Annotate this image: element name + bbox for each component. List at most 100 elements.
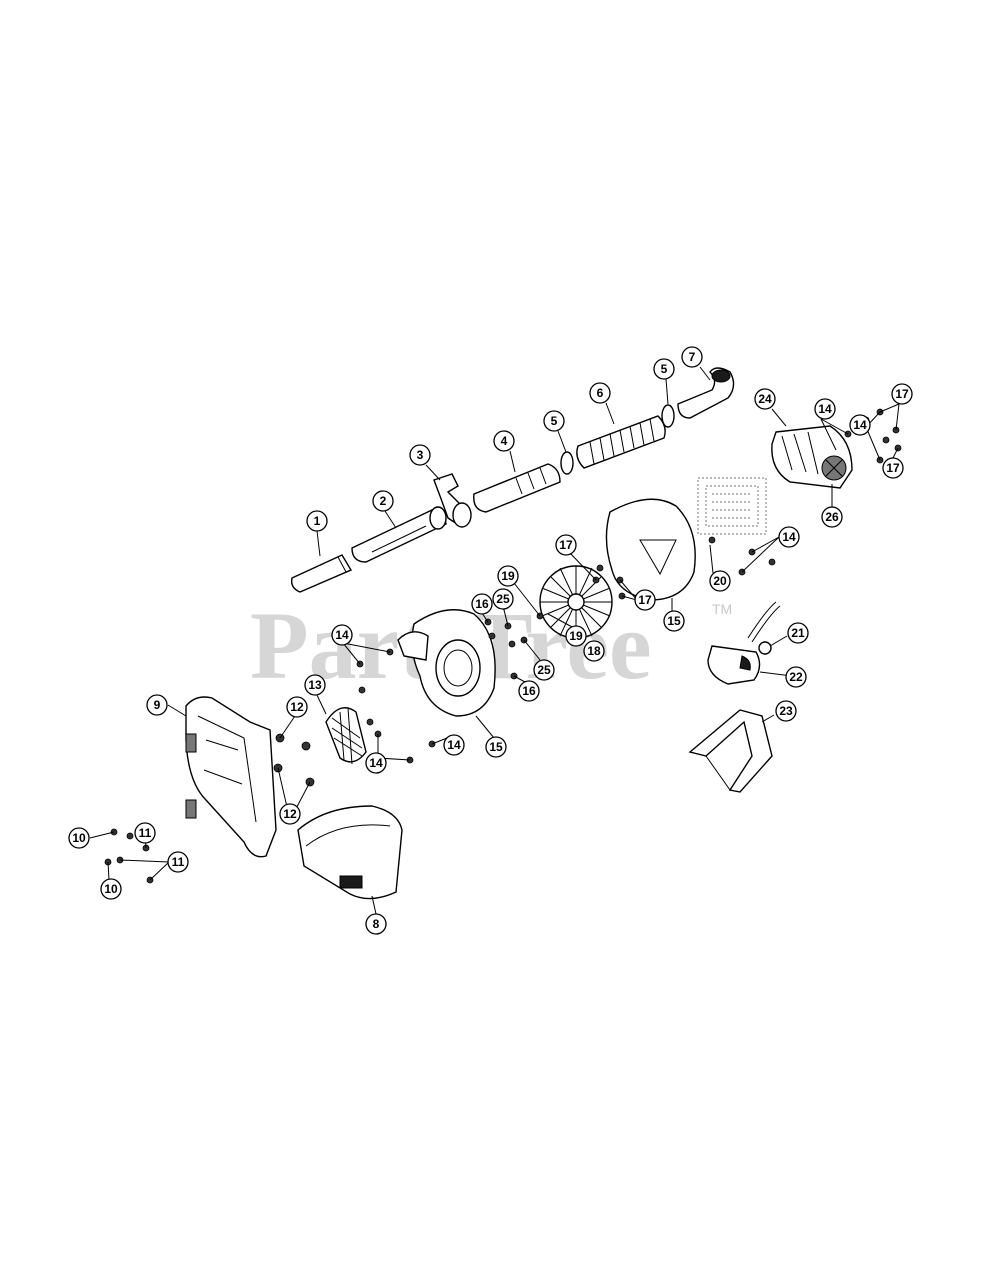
svg-text:11: 11 [172,855,185,869]
svg-text:19: 19 [569,629,583,643]
svg-text:5: 5 [661,362,668,376]
callout-13: 13 [304,674,326,696]
svg-text:24: 24 [758,392,772,406]
fan-housing-part-15-rear [605,498,696,601]
callout-17-housing-side: 17 [634,589,656,611]
svg-text:17: 17 [895,387,909,401]
callout-11-top: 11 [134,822,156,844]
tank-cover-part-22 [707,645,761,685]
engine-cover-part-24 [771,425,853,489]
callout-10-bottom: 10 [100,878,122,900]
callout-3: 3 [409,444,431,466]
callout-2: 2 [372,490,394,512]
hose-clamp-part-5-front [560,451,574,475]
svg-text:26: 26 [825,510,839,524]
callout-5-rear: 5 [653,358,675,380]
callout-14-housing: 14 [778,526,800,548]
svg-text:11: 11 [139,826,152,840]
svg-text:12: 12 [290,700,304,714]
throttle-handle-part-3 [433,473,472,528]
callout-22: 22 [785,666,807,688]
callout-21: 21 [787,622,809,644]
svg-text:14: 14 [782,530,796,544]
svg-text:1: 1 [314,514,321,528]
svg-text:22: 22 [789,670,803,684]
svg-text:7: 7 [689,350,696,364]
svg-text:14: 14 [369,756,383,770]
callout-17-housing-top: 17 [555,534,577,556]
callout-4: 4 [493,430,515,452]
callout-24: 24 [754,388,776,410]
callout-5-front: 5 [543,410,565,432]
hose-clamp-part-5-rear [661,404,675,428]
svg-text:10: 10 [104,882,118,896]
svg-text:8: 8 [373,917,380,931]
svg-text:13: 13 [308,678,322,692]
hip-belt-part-8 [297,805,403,900]
callout-15-rear: 15 [663,610,685,632]
svg-text:19: 19 [501,569,515,583]
blower-nozzle-part-1 [290,554,353,593]
blower-tube-part-2 [351,506,447,563]
trademark-symbol: TM [712,601,732,617]
svg-text:17: 17 [559,538,573,552]
callout-19-bottom: 19 [565,625,587,647]
svg-text:25: 25 [537,663,551,677]
svg-text:3: 3 [417,448,424,462]
backpack-frame-part-9 [185,696,277,858]
flexible-hose-part-6 [576,415,666,469]
front-fan-housing-part-15-front [397,609,496,717]
svg-text:15: 15 [489,740,503,754]
svg-text:14: 14 [447,738,461,752]
svg-text:15: 15 [667,614,681,628]
callout-10-top: 10 [68,827,90,849]
callout-15-front: 15 [485,736,507,758]
extension-tube-part-4 [473,463,561,513]
svg-text:16: 16 [522,684,536,698]
svg-text:20: 20 [713,574,727,588]
callout-16-top: 16 [471,593,493,615]
svg-text:23: 23 [779,704,793,718]
callout-25-bottom: 25 [533,659,555,681]
impeller-fan-part-18 [539,565,613,639]
callout-8: 8 [365,913,387,935]
svg-text:9: 9 [154,698,161,712]
callout-6: 6 [589,382,611,404]
callout-11-bottom: 11 [167,851,189,873]
callout-14-engine-side: 14 [849,414,871,436]
callout-20: 20 [709,570,731,592]
svg-text:2: 2 [380,494,387,508]
svg-text:14: 14 [818,402,832,416]
elbow-tube-part-7 [677,367,735,419]
svg-text:10: 10 [72,831,86,845]
svg-text:6: 6 [597,386,604,400]
callout-23: 23 [775,700,797,722]
callout-19-top: 19 [497,565,519,587]
callout-1: 1 [306,510,328,532]
svg-text:17: 17 [886,461,900,475]
callout-14-engine-top: 14 [814,398,836,420]
callout-26: 26 [821,506,843,528]
callout-16-bottom: 16 [518,680,540,702]
svg-text:25: 25 [496,592,510,606]
callout-12-top: 12 [286,696,308,718]
callout-14-housing-bottom: 14 [365,752,387,774]
callout-7: 7 [681,346,703,368]
svg-text:17: 17 [638,593,652,607]
mounting-bracket-part-23 [688,709,773,793]
callout-17-side: 17 [882,457,904,479]
callout-9: 9 [146,694,168,716]
svg-text:14: 14 [853,418,867,432]
svg-text:18: 18 [587,644,601,658]
callout-25-top: 25 [492,588,514,610]
callout-14-housing-right: 14 [443,734,465,756]
callout-17-top: 17 [891,383,913,405]
engine-block-ghost-part-20 [697,477,767,535]
svg-text:4: 4 [501,434,508,448]
svg-text:5: 5 [551,414,558,428]
svg-text:21: 21 [791,626,805,640]
svg-text:12: 12 [283,807,297,821]
svg-text:16: 16 [475,597,489,611]
throttle-cable-part-21 [747,601,781,655]
